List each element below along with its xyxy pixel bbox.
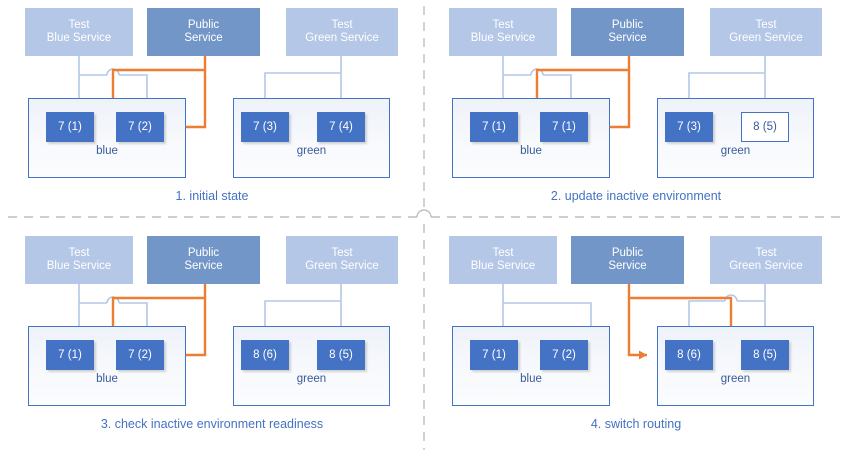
panel-3: Test Blue Service Public Service Test Gr… (0, 228, 424, 456)
blue-instance-2[interactable]: 7 (2) (116, 340, 164, 370)
test-blue-service-label-line2: Blue Service (470, 32, 536, 44)
test-blue-service-label-line1: Test (492, 19, 514, 31)
panel-4: Test Blue Service Public Service Test Gr… (424, 228, 848, 456)
public-service-label-line1: Public (611, 19, 644, 31)
test-green-service-label-line1: Test (755, 19, 777, 31)
blue-instance-1[interactable]: 7 (1) (470, 340, 518, 370)
blue-environment-label: blue (520, 373, 542, 385)
green-environment-label: green (720, 373, 751, 385)
green-instance-1[interactable]: 7 (3) (665, 112, 713, 142)
public-service-box[interactable]: Public Service (147, 8, 260, 56)
blue-instance-1[interactable]: 7 (1) (470, 112, 518, 142)
blue-instance-1[interactable]: 7 (1) (46, 340, 94, 370)
green-instance-2[interactable]: 8 (5) (317, 340, 365, 370)
public-service-label-line2: Service (184, 32, 223, 44)
green-instance-2[interactable]: 7 (4) (317, 112, 365, 142)
public-service-label-line2: Service (608, 260, 647, 272)
panel-1-caption: 1. initial state (175, 189, 249, 203)
test-green-service-label-line2: Green Service (729, 260, 803, 272)
blue-instance-2[interactable]: 7 (1) (540, 112, 588, 142)
test-green-service-box[interactable]: Test Green Service (286, 8, 398, 56)
test-blue-service-label-line1: Test (68, 19, 90, 31)
panel-2-caption: 2. update inactive environment (550, 189, 722, 203)
test-green-service-box[interactable]: Test Green Service (710, 8, 822, 56)
test-blue-service-label-line2: Blue Service (470, 260, 536, 272)
public-service-box[interactable]: Public Service (571, 8, 684, 56)
blue-instance-2[interactable]: 7 (2) (116, 112, 164, 142)
public-service-label-line2: Service (608, 32, 647, 44)
green-instance-2-pending[interactable]: 8 (5) (741, 112, 789, 142)
test-blue-service-box[interactable]: Test Blue Service (25, 236, 133, 284)
test-blue-service-label-line1: Test (68, 247, 90, 259)
blue-environment-label: blue (520, 145, 542, 157)
test-green-service-label-line1: Test (331, 19, 353, 31)
green-environment-label: green (720, 145, 751, 157)
public-service-box[interactable]: Public Service (147, 236, 260, 284)
panel-divider-horizontal (8, 209, 840, 218)
public-service-label-line1: Public (187, 19, 220, 31)
public-service-box[interactable]: Public Service (571, 236, 684, 284)
test-green-service-label-line1: Test (331, 247, 353, 259)
green-environment-label: green (296, 373, 327, 385)
test-green-service-box[interactable]: Test Green Service (710, 236, 822, 284)
blue-instance-1[interactable]: 7 (1) (46, 112, 94, 142)
test-blue-service-box[interactable]: Test Blue Service (449, 8, 557, 56)
green-environment-label: green (296, 145, 327, 157)
test-green-service-label-line2: Green Service (305, 260, 379, 272)
test-blue-service-label-line2: Blue Service (46, 32, 112, 44)
public-service-label-line1: Public (611, 247, 644, 259)
blue-environment-label: blue (96, 373, 118, 385)
blue-environment-label: blue (96, 145, 118, 157)
panel-3-caption: 3. check inactive environment readiness (100, 417, 324, 431)
blue-instance-2[interactable]: 7 (2) (540, 340, 588, 370)
test-blue-service-label-line1: Test (492, 247, 514, 259)
green-instance-1[interactable]: 8 (6) (665, 340, 713, 370)
public-service-label-line1: Public (187, 247, 220, 259)
green-instance-1[interactable]: 8 (6) (241, 340, 289, 370)
test-blue-service-box[interactable]: Test Blue Service (25, 8, 133, 56)
test-green-service-box[interactable]: Test Green Service (286, 236, 398, 284)
test-blue-service-box[interactable]: Test Blue Service (449, 236, 557, 284)
green-instance-2[interactable]: 8 (5) (741, 340, 789, 370)
panel-4-caption: 4. switch routing (590, 417, 682, 431)
green-instance-1[interactable]: 7 (3) (241, 112, 289, 142)
test-blue-service-label-line2: Blue Service (46, 260, 112, 272)
public-service-label-line2: Service (184, 260, 223, 272)
panel-1: Test Blue Service Public Service Test Gr… (0, 0, 424, 228)
test-green-service-label-line2: Green Service (305, 32, 379, 44)
test-green-service-label-line2: Green Service (729, 32, 803, 44)
panel-2: Test Blue Service Public Service Test Gr… (424, 0, 848, 228)
test-green-service-label-line1: Test (755, 247, 777, 259)
